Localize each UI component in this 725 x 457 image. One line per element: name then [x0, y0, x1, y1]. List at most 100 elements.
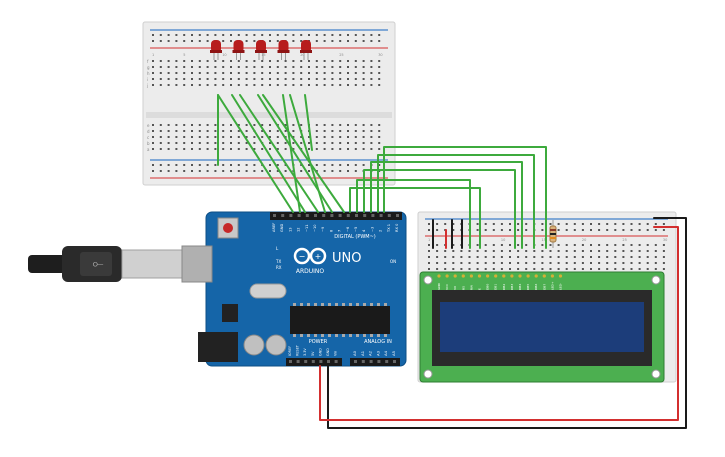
- arduino-brand-label: ARDUINO: [296, 268, 325, 275]
- red-led[interactable]: [277, 40, 290, 60]
- wire-black-gnd[interactable]: [327, 217, 687, 429]
- wire-green[interactable]: [356, 179, 471, 249]
- digital-pin-label: ~10: [313, 224, 317, 232]
- digital-header-label: DIGITAL (PWM~): [334, 234, 376, 240]
- crystal-oscillator: [249, 283, 287, 299]
- digital-pin-label: 12: [297, 227, 301, 232]
- digital-pin-header[interactable]: [270, 212, 402, 220]
- power-header-label: POWER: [309, 339, 328, 345]
- analog-pin-label: A0: [352, 350, 357, 356]
- svg-text:−: −: [299, 252, 306, 261]
- digital-pin-label: TX 1: [387, 224, 391, 233]
- atmega-chip: [290, 306, 390, 334]
- digital-pin-label: 7: [338, 230, 342, 232]
- row-letter: h: [147, 71, 150, 76]
- wire-green[interactable]: [239, 94, 319, 213]
- power-pin-label: 3.3V: [303, 348, 307, 356]
- digital-pin-label: ~9: [321, 226, 325, 232]
- lcd-pin-label: DB2: [502, 284, 506, 290]
- capacitor: [243, 334, 265, 356]
- voltage-regulator: [222, 304, 238, 322]
- row-letter: j: [146, 83, 148, 88]
- lcd-pin-label: DB6: [534, 284, 538, 290]
- reset-button-cap[interactable]: [223, 223, 233, 233]
- column-number: 15: [541, 238, 545, 242]
- wire-green[interactable]: [262, 94, 345, 213]
- red-led[interactable]: [232, 40, 245, 60]
- digital-pin-label: RX 0: [395, 223, 399, 232]
- power-pin-label: IOREF: [288, 346, 292, 356]
- digital-pin-label: ~11: [305, 224, 309, 232]
- power-pin-label: Vin: [334, 351, 338, 356]
- column-number: 20: [300, 53, 304, 57]
- column-number: 30: [378, 53, 382, 57]
- power-pin-label: GND: [326, 348, 330, 356]
- tx-label: TX: [275, 259, 281, 264]
- analog-pin-label: A1: [360, 350, 365, 356]
- power-jack: [198, 332, 238, 362]
- usb-cable[interactable]: ⟜: [28, 245, 213, 283]
- chip-pins: [293, 303, 387, 337]
- lcd-screen: [440, 302, 644, 352]
- arduino-uno-board[interactable]: ⟜ − + ARDUINO UNO DIGITAL (PWM~) POWER A…: [28, 211, 407, 367]
- wire-green[interactable]: [289, 94, 326, 213]
- wire-red-5v[interactable]: [319, 226, 679, 421]
- rx-label: RX: [276, 265, 282, 270]
- l-led-label: L: [276, 246, 279, 251]
- lcd-pin-label: DB5: [526, 284, 530, 290]
- digital-pin-label: 13: [288, 227, 292, 232]
- column-number: 25: [339, 53, 343, 57]
- wire-green[interactable]: [304, 94, 313, 151]
- lcd-pin-label: E: [478, 288, 482, 290]
- column-number: 10: [222, 53, 226, 57]
- wire-green[interactable]: [377, 154, 535, 249]
- analog-pin-header[interactable]: [350, 358, 400, 366]
- digital-pin-label: ~6: [346, 226, 350, 232]
- row-letter: b: [147, 141, 150, 146]
- wire-green[interactable]: [363, 169, 516, 249]
- lcd-pin-label: RS: [461, 286, 465, 290]
- wires[interactable]: [217, 94, 687, 429]
- analog-pin-label: A5: [391, 350, 396, 356]
- column-number: 25: [622, 238, 626, 242]
- row-letter: d: [147, 129, 150, 134]
- analog-pin-label: A3: [375, 350, 380, 356]
- row-letter: c: [147, 135, 149, 140]
- column-number: 20: [582, 238, 586, 242]
- lcd-pin-label: LED+: [550, 281, 554, 290]
- analog-pin-label: A2: [368, 350, 373, 356]
- usb-icon: ⟜: [92, 256, 103, 272]
- lcd-pin-label: DB3: [510, 284, 514, 290]
- row-letter: i: [147, 77, 148, 82]
- digital-pin-label: ~5: [354, 227, 358, 232]
- wire-green[interactable]: [349, 187, 481, 249]
- power-pin-label: GND: [318, 348, 322, 356]
- lcd-pin-label: DB7: [542, 284, 546, 290]
- led-array[interactable]: [210, 40, 312, 60]
- column-number: 1: [152, 53, 154, 57]
- lcd-pin-label: VCC: [445, 284, 449, 290]
- red-led[interactable]: [255, 40, 267, 60]
- capacitor: [265, 334, 287, 356]
- red-led[interactable]: [210, 40, 222, 60]
- resistor[interactable]: [549, 220, 557, 248]
- column-number: 1: [428, 238, 430, 242]
- arduino-model-label: UNO: [332, 251, 361, 266]
- wire-green[interactable]: [231, 94, 306, 213]
- wire-green[interactable]: [282, 94, 301, 213]
- row-letter: a: [147, 147, 150, 152]
- row-letter: g: [147, 65, 150, 70]
- digital-pin-label: 4: [362, 229, 366, 232]
- wire-green[interactable]: [217, 94, 294, 213]
- power-pin-label: 5V: [311, 351, 315, 356]
- column-number: 30: [663, 238, 667, 242]
- digital-pin-label: AREF: [272, 223, 276, 232]
- red-led[interactable]: [300, 40, 312, 60]
- lcd-pin-label: DB0: [486, 284, 490, 290]
